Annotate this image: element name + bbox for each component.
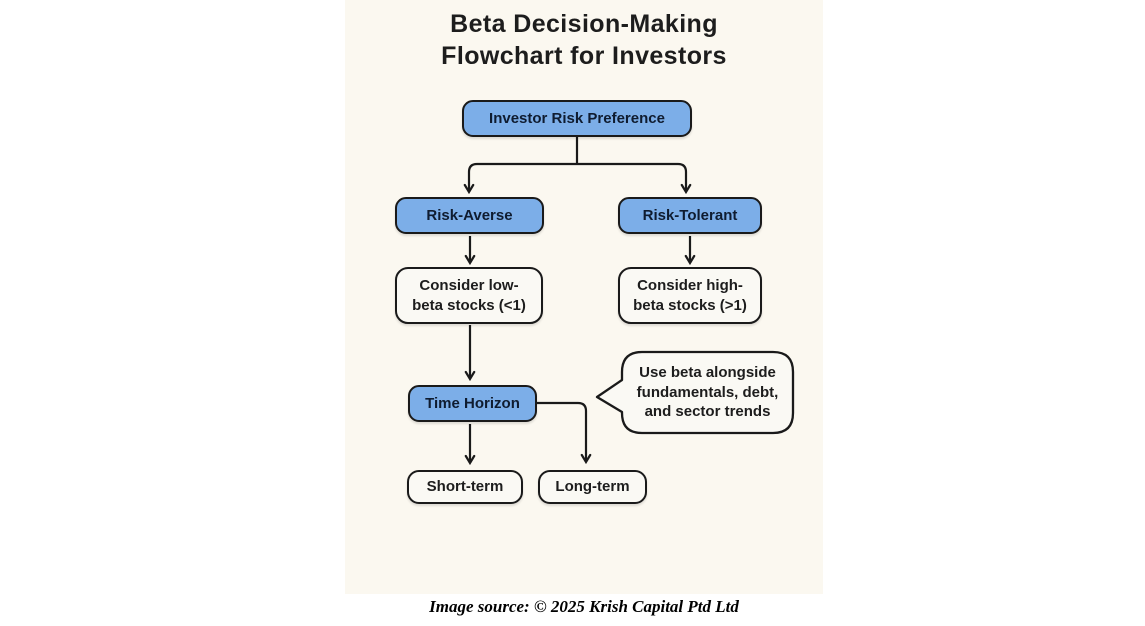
flowchart-connectors	[345, 137, 795, 594]
attribution: Image source: © 2025 Krish Capital Ptd L…	[345, 597, 823, 617]
node-label: Short-term	[426, 478, 504, 496]
attribution-text: Image source: © 2025 Krish Capital Ptd L…	[429, 597, 739, 616]
node-risk-averse: Risk-Averse	[395, 197, 544, 234]
connector-time-horizon-to-long-term	[537, 401, 586, 462]
node-short-term: Short-term	[407, 470, 523, 504]
node-label-line2: beta stocks (>1)	[633, 296, 747, 314]
node-label: Risk-Tolerant	[642, 206, 738, 224]
node-time-horizon: Time Horizon	[408, 385, 537, 422]
callout-bubble-shape	[595, 350, 795, 435]
callout-note: Use beta alongside fundamentals, debt, a…	[622, 352, 793, 433]
flowchart-canvas: Beta Decision-Making Flowchart for Inves…	[345, 0, 823, 594]
chart-title: Beta Decision-Making Flowchart for Inves…	[345, 9, 823, 72]
connector-root-to-risk-averse	[469, 162, 577, 192]
node-label: Long-term	[555, 478, 630, 496]
node-label: Investor Risk Preference	[489, 109, 665, 127]
node-label: Risk-Averse	[426, 206, 513, 224]
node-label: Time Horizon	[425, 394, 520, 412]
node-consider-low-beta: Consider low- beta stocks (<1)	[395, 267, 543, 324]
connector-root-to-risk-tolerant	[577, 162, 686, 192]
callout-line3: and sector trends	[644, 403, 771, 421]
node-long-term: Long-term	[538, 470, 647, 504]
callout-line2: fundamentals, debt,	[636, 383, 779, 401]
callout-line1: Use beta alongside	[639, 363, 776, 381]
node-label-line1: Consider low-	[419, 277, 519, 294]
node-consider-high-beta: Consider high- beta stocks (>1)	[618, 267, 762, 324]
connector-lines	[469, 137, 690, 463]
node-risk-tolerant: Risk-Tolerant	[618, 197, 762, 234]
node-label-line2: beta stocks (<1)	[412, 296, 526, 314]
node-investor-risk-preference: Investor Risk Preference	[462, 100, 692, 137]
chart-title-line1: Beta Decision-Making	[450, 10, 718, 38]
node-label-line1: Consider high-	[637, 277, 743, 294]
chart-title-line2: Flowchart for Investors	[441, 41, 727, 70]
